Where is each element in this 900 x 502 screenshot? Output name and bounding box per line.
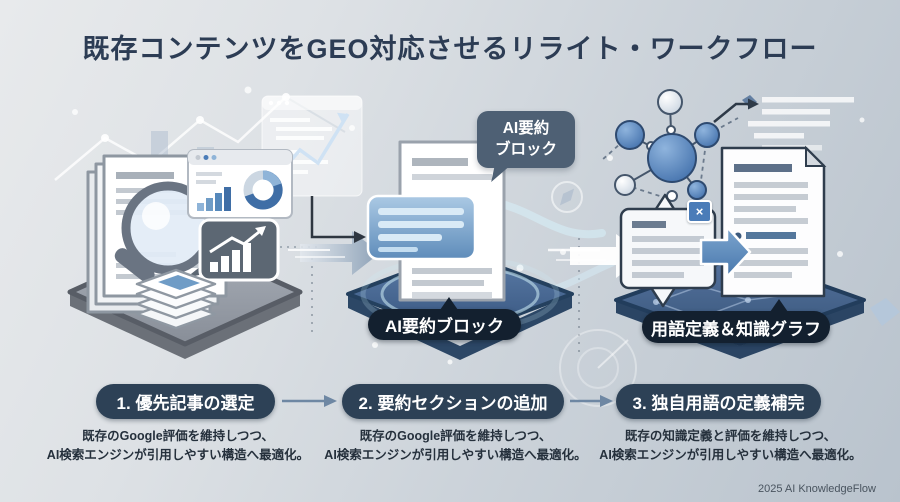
stage2-label: AI要約ブロック (368, 297, 521, 340)
step3-desc-line2: AI検索エンジンが引用しやすい構造へ最適化。 (599, 448, 862, 463)
step-connector-arrow-2 (570, 395, 613, 407)
compass-icon (551, 181, 583, 213)
ai-summary-block (366, 194, 477, 261)
stage2-label-tail (440, 297, 458, 310)
bar-chart-icon (196, 172, 231, 211)
ai-summary-callout: AI要約 ブロック (477, 111, 575, 182)
target-document (720, 145, 827, 298)
flow-arrow-1 (288, 231, 380, 275)
page-title: 既存コンテンツをGEO対応させるリライト・ワークフロー (82, 34, 818, 64)
radar-icon (559, 329, 637, 407)
step-pill-1: 1. 優先記事の選定 (96, 384, 275, 419)
step1-desc-line2: AI検索エンジンが引用しやすい構造へ最適化。 (46, 448, 310, 463)
step-description-2: 既存のGoogle評価を維持しつつ、 AI検索エンジンが引用しやすい構造へ最適化… (308, 427, 603, 466)
chart-bubble (186, 218, 280, 282)
annotation-lines (742, 95, 854, 151)
step-description-3: 既存の知識定義と評価を維持しつつ、 AI検索エンジンが引用しやすい構造へ最適化。 (578, 427, 883, 466)
callout-line1: AI要約 (502, 119, 550, 137)
analytics-window (187, 149, 293, 219)
step2-desc-line1: 既存のGoogle評価を維持しつつ、 (359, 429, 552, 443)
donut-chart-icon (243, 170, 283, 210)
step-connector-arrow-1 (282, 395, 337, 407)
step2-desc-line2: AI検索エンジンが引用しやすい構造へ最適化。 (324, 448, 587, 463)
stage3-label-tail (770, 299, 788, 312)
footer-credit: 2025 AI KnowledgeFlow (757, 483, 876, 495)
step-pill-2: 2. 要約セクションの追加 (342, 384, 564, 419)
stage2-label-text: AI要約ブロック (385, 317, 504, 336)
close-icon: × (687, 200, 712, 223)
connector-elbow (310, 196, 366, 243)
step-pill-3: 3. 独自用語の定義補完 (616, 384, 821, 419)
stage1-illustration (67, 95, 363, 359)
stage3-label: 用語定義＆知識グラフ (642, 299, 830, 343)
step-description-1: 既存のGoogle評価を維持しつつ、 AI検索エンジンが引用しやすい構造へ最適化… (28, 427, 328, 466)
annotation-arrow (713, 98, 759, 123)
callout-line2: ブロック (494, 140, 557, 158)
step1-desc-line1: 既存のGoogle評価を維持しつつ、 (82, 429, 274, 443)
step3-desc-line1: 既存の知識定義と評価を維持しつつ、 (624, 429, 837, 443)
knowledge-graph-icon (601, 89, 739, 202)
insert-arrow-icon (699, 225, 752, 279)
paper-stack-icon (135, 268, 217, 330)
stage3-label-text: 用語定義＆知識グラフ (651, 319, 821, 339)
